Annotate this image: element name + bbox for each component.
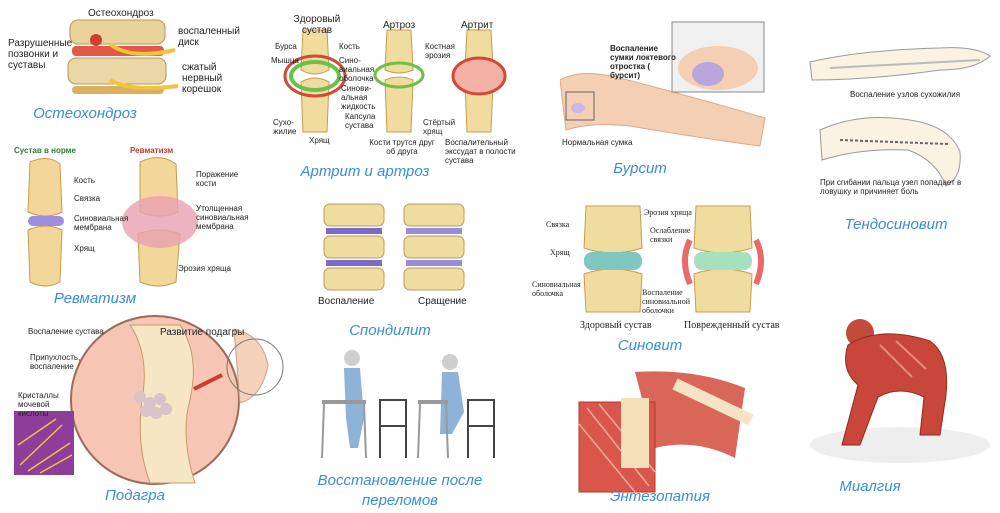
panel-tendosynovitis: Воспаление узлов сухожилия При сгибании … (800, 40, 1000, 240)
caption-enthesopathy: Энтезопатия (610, 488, 710, 505)
caption-bursitis: Бурсит (613, 160, 667, 177)
panel-spondylitis: Воспаление Сращение Спондилит (300, 200, 500, 345)
myalgia-illustration (810, 319, 990, 463)
panel-rheumatism: Сустав в норме Ревматизм Кость Связка Си… (0, 142, 250, 312)
label-inflammation: Воспаление (318, 296, 375, 307)
label-ligament: Связка (74, 194, 101, 203)
label-bone: Кость (74, 176, 95, 185)
label-thick-membrane: Утолщенная синовиальная мембрана (196, 204, 249, 231)
heading-healthy-joint: Здоровый сустав (293, 14, 341, 36)
label-normal-bursa: Нормальная сумка (562, 138, 633, 147)
panel-myalgia: Миалгия (800, 285, 1000, 510)
label-fusion: Сращение (418, 296, 467, 307)
label-osteochondrosis-title: Остеохондроз (88, 8, 154, 19)
caption-spondylitis: Спондилит (349, 322, 431, 339)
caption-gout: Подагра (105, 487, 165, 504)
panel-gout: Воспаление сустава Развитие подагры Прип… (0, 315, 290, 513)
panel-osteochondrosis: Остеохондроз Разрушенные позвонки и суст… (0, 0, 250, 140)
panel-fracture-recovery: Восстановление после переломов (300, 348, 500, 513)
label-damaged-joint: Поврежденный сустав (684, 320, 780, 331)
enthesopathy-illustration (578, 371, 754, 493)
caption-arthritis-arthrosis: Артрит и артроз (300, 163, 430, 180)
label-weak-ligament: Ослабление связки (650, 226, 691, 244)
rheumatism-illustration (27, 157, 198, 287)
caption-osteochondrosis: Остеохондроз (33, 105, 137, 122)
label-muscle: Мышца (271, 56, 299, 65)
label-bursa: Бурса (275, 42, 297, 51)
label-synovial-fluid: Синови-альная жидкость (341, 84, 376, 111)
panel-enthesopathy: Энтезопатия (575, 368, 775, 513)
label-cartilage: Хрящ (309, 136, 330, 145)
label-inflamed-disc: воспаленный диск (178, 26, 240, 48)
label-cartilage-erosion: Эрозия хряща (178, 264, 231, 273)
label-joint-inflammation: Воспаление сустава (28, 327, 104, 336)
label-destroyed-vertebrae: Разрушенные позвонки и суставы (8, 38, 73, 71)
heading-arthritis: Артрит (461, 20, 494, 31)
panel-synovitis: Связка Хрящ Синовиальная оболочка Эрозия… (530, 200, 790, 360)
label-inflamed-bursa: Воспаление сумки локтевого отростка ( бу… (610, 44, 676, 80)
tendosynovitis-illustration (809, 47, 991, 187)
label-cartilage: Хрящ (74, 244, 95, 253)
label-synovial-membrane: Синовиальная мембрана (74, 214, 129, 232)
label-gout-development: Развитие подагры (160, 327, 245, 338)
synovitis-illustration (583, 205, 764, 313)
label-finger-bend: При сгибании пальца узел попадает в лову… (820, 178, 962, 196)
label-cartilage: Хрящ (550, 248, 570, 257)
label-worn-cartilage: Стёртый хрящ (423, 118, 456, 136)
label-bone: Кость (339, 42, 360, 51)
spondylitis-illustration (323, 203, 465, 291)
bursitis-illustration (560, 21, 766, 147)
panel-arthritis-arthrosis: Здоровый сустав Артроз Артрит Бурса Мышц… (255, 0, 520, 185)
label-swelling: Припухлость, воспаление (30, 353, 81, 371)
panel-bursitis: Воспаление сумки локтевого отростка ( бу… (560, 18, 770, 183)
label-tendon: Сухо-жилие (273, 118, 297, 136)
label-nerve-root: сжатый нервный корешок (182, 62, 223, 95)
heading-normal-joint: Сустав в норме (14, 146, 76, 155)
label-exudate: Воспалительный экссудат в полости сустав… (445, 138, 516, 165)
label-joint-capsule: Капсула сустава (345, 112, 376, 130)
caption-myalgia: Миалгия (839, 478, 901, 495)
arthritis-illustration (283, 29, 507, 133)
osteochondrosis-illustration (67, 19, 179, 94)
label-bone-damage: Поражение кости (196, 170, 239, 188)
heading-rheumatism: Ревматизм (130, 146, 174, 155)
caption-synovitis: Синовит (617, 337, 683, 354)
gout-illustration (14, 315, 284, 485)
caption-tendosynovitis: Тендосиновит (844, 216, 948, 233)
caption-fracture-line1: Восстановление после (317, 472, 483, 489)
label-healthy-joint: Здоровый сустав (580, 320, 652, 331)
label-bones-rub: Кости трутся друг об друга (369, 138, 435, 156)
label-synovial-membrane: Сино-виальная оболочка (339, 56, 375, 83)
label-ligament: Связка (546, 220, 570, 229)
label-bone-erosion: Костная эрозия (425, 42, 455, 60)
heading-arthrosis: Артроз (383, 20, 416, 31)
label-inflamed-shell: Воспаление синовиальной оболочки (642, 288, 690, 315)
label-synovial-shell: Синовиальная оболочка (532, 280, 581, 298)
fracture-recovery-illustration (321, 350, 495, 459)
caption-fracture-line2: переломов (361, 492, 439, 509)
label-uric-crystals: Кристаллы мочевой кислоты (18, 391, 59, 418)
label-tendon-nodes: Воспаление узлов сухожилия (850, 90, 961, 99)
caption-rheumatism: Ревматизм (53, 290, 137, 307)
label-cartilage-erosion: Эрозия хряща (644, 208, 692, 217)
